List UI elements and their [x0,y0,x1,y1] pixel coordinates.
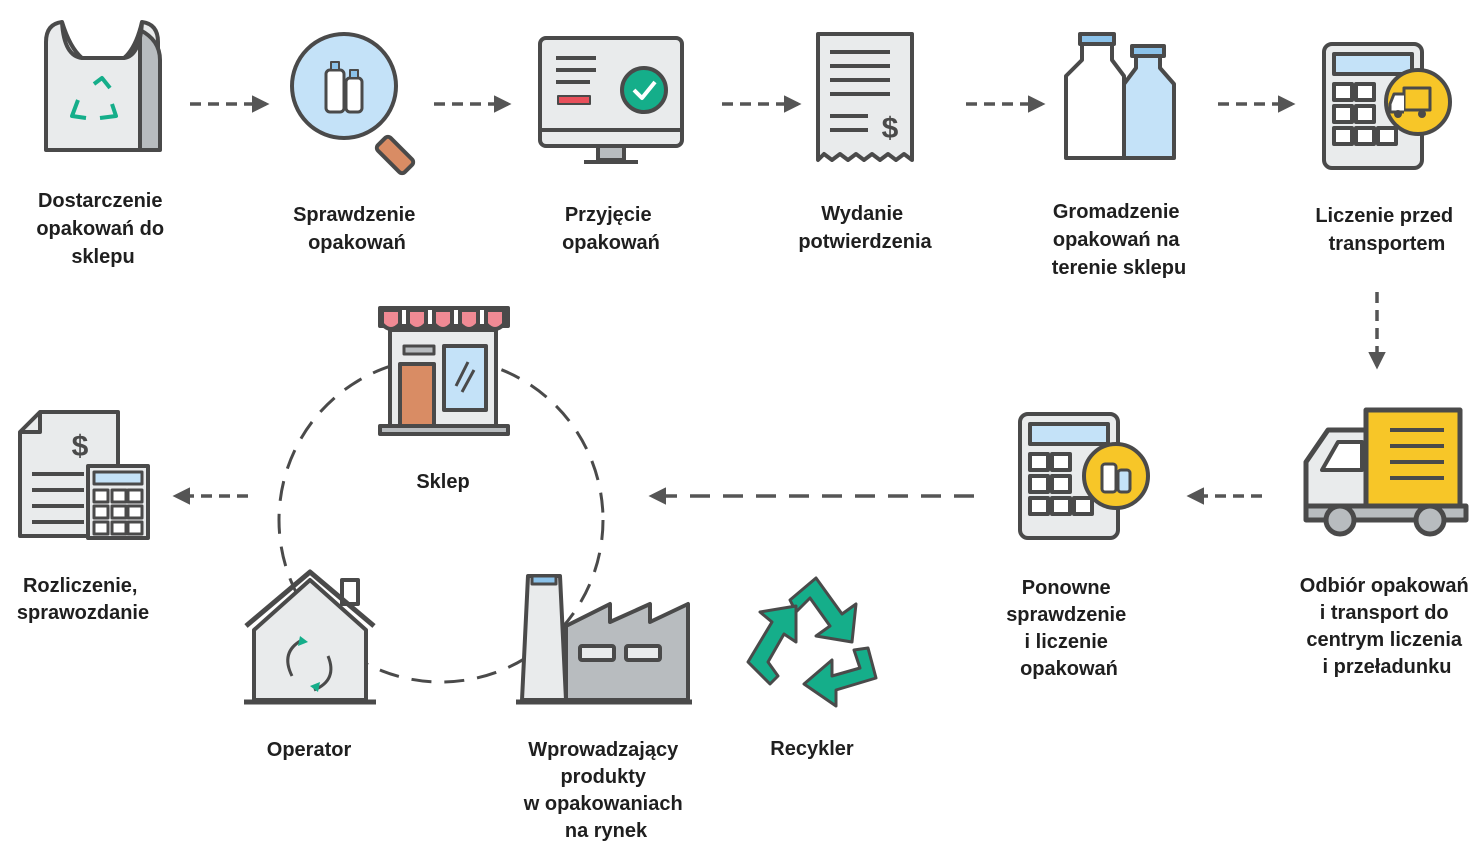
house-cycle-icon [244,569,376,705]
label-sprawdzenie: Sprawdzenie opakowań [293,204,421,254]
calculator-bottles-icon [1018,412,1150,540]
label-ponowne: Ponowne sprawdzenie i liczenie opakowań [1006,577,1132,680]
label-recykler: Recykler [770,738,854,760]
calculator-truck-icon [1322,42,1452,170]
label-liczenie: Liczenie przed transportem [1315,205,1458,255]
svg-text:$: $ [72,430,89,463]
invoice-calculator-icon: $ [18,410,150,540]
label-odbior: Odbiór opakowań i transport do centrym l… [1300,575,1474,678]
label-wydanie: Wydanie potwierdzenia [798,203,932,253]
factory-icon [516,574,692,705]
magnifier-bottles-icon [290,32,416,176]
label-wprowadzajacy: Wprowadzający produkty w opakowaniach na… [523,739,689,842]
label-rozliczenie: Rozliczenie, sprawozdanie [17,575,149,624]
label-przyjecie: Przyjęcie opakowań [562,204,660,254]
label-gromadzenie: Gromadzenie opakowań na terenie sklepu [1052,201,1187,279]
truck-icon [1303,407,1469,537]
shop-icon [378,306,510,436]
recycle-icon [746,576,878,708]
recycle-bag-icon [44,20,162,152]
bottles-icon [1064,32,1176,160]
label-sklep: Sklep [416,471,469,493]
label-dostarczenie: Dostarczenie opakowań do sklepu [36,190,169,268]
receipt-icon: $ [816,32,914,162]
svg-text:$: $ [882,112,899,145]
connector-arrows [172,95,1386,505]
monitor-check-icon [538,36,684,164]
label-operator: Operator [267,739,352,761]
